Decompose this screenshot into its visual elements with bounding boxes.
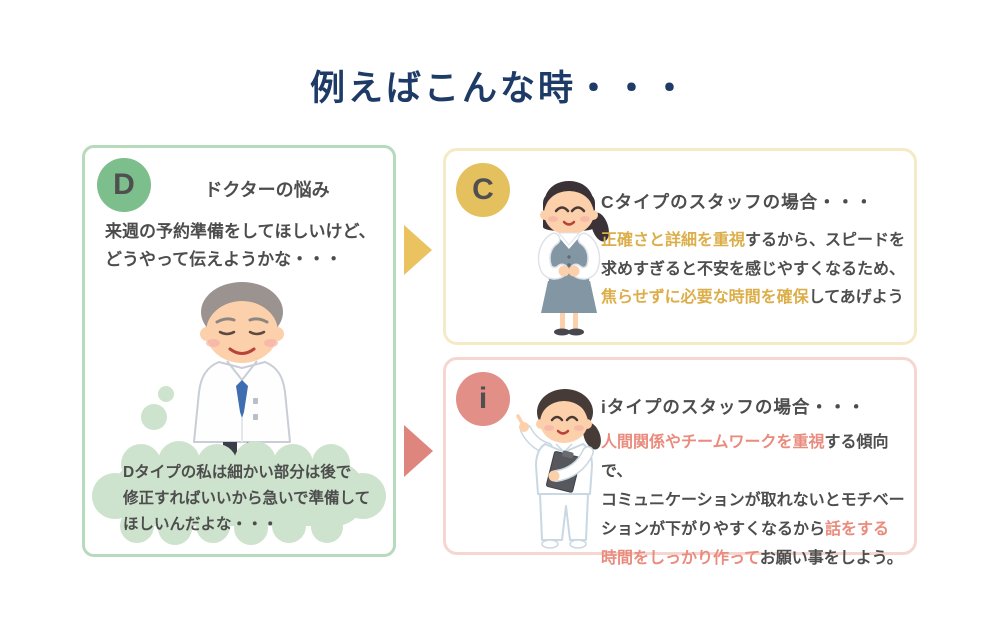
page-title: 例えばこんな時・・・ <box>309 69 690 108</box>
arrow-to-i-panel-icon <box>404 425 433 477</box>
doctor-panel: D ドクターの悩み 来週の予約準備をしてほしいけど、どうやって伝えようかな・・・ <box>82 145 396 557</box>
doctor-panel-heading: ドクターの悩み <box>204 180 330 200</box>
doctor-speech-text: 来週の予約準備をしてほしいけど、どうやって伝えようかな・・・ <box>105 222 376 269</box>
i-panel-body-text: 人間関係やチームワークを重視する傾向で、コミュニケーションが取れないとモチベーシ… <box>601 434 905 567</box>
office-staff-woman-illustration <box>537 181 609 336</box>
i-type-panel: i <box>443 357 917 567</box>
thought-bubble-dot-small <box>158 386 174 402</box>
i-panel-heading: iタイプのスタッフの場合・・・ <box>601 397 866 417</box>
doctor-illustration <box>193 282 291 460</box>
cloud-shape-icon <box>92 441 386 545</box>
c-panel-heading: Cタイプのスタッフの場合・・・ <box>601 192 874 212</box>
c-type-badge: C <box>456 163 510 217</box>
nurse-with-clipboard-illustration <box>516 389 601 549</box>
doctor-thought-text: Dタイプの私は細かい部分は後で修正すればいいから急いで準備してほしいんだよな・・… <box>123 464 371 533</box>
thought-bubble-dot-large <box>141 404 167 430</box>
thought-cloud: Dタイプの私は細かい部分は後で修正すればいいから急いで準備してほしいんだよな・・… <box>91 438 387 552</box>
d-type-badge: D <box>97 158 151 212</box>
i-type-badge: i <box>456 372 510 426</box>
c-type-panel: C <box>443 148 917 345</box>
arrow-to-c-panel-icon <box>404 225 432 275</box>
c-panel-body-text: 正確さと詳細を重視するから、スピードを求めすぎると不安を感じやすくなるため、焦ら… <box>601 232 906 306</box>
